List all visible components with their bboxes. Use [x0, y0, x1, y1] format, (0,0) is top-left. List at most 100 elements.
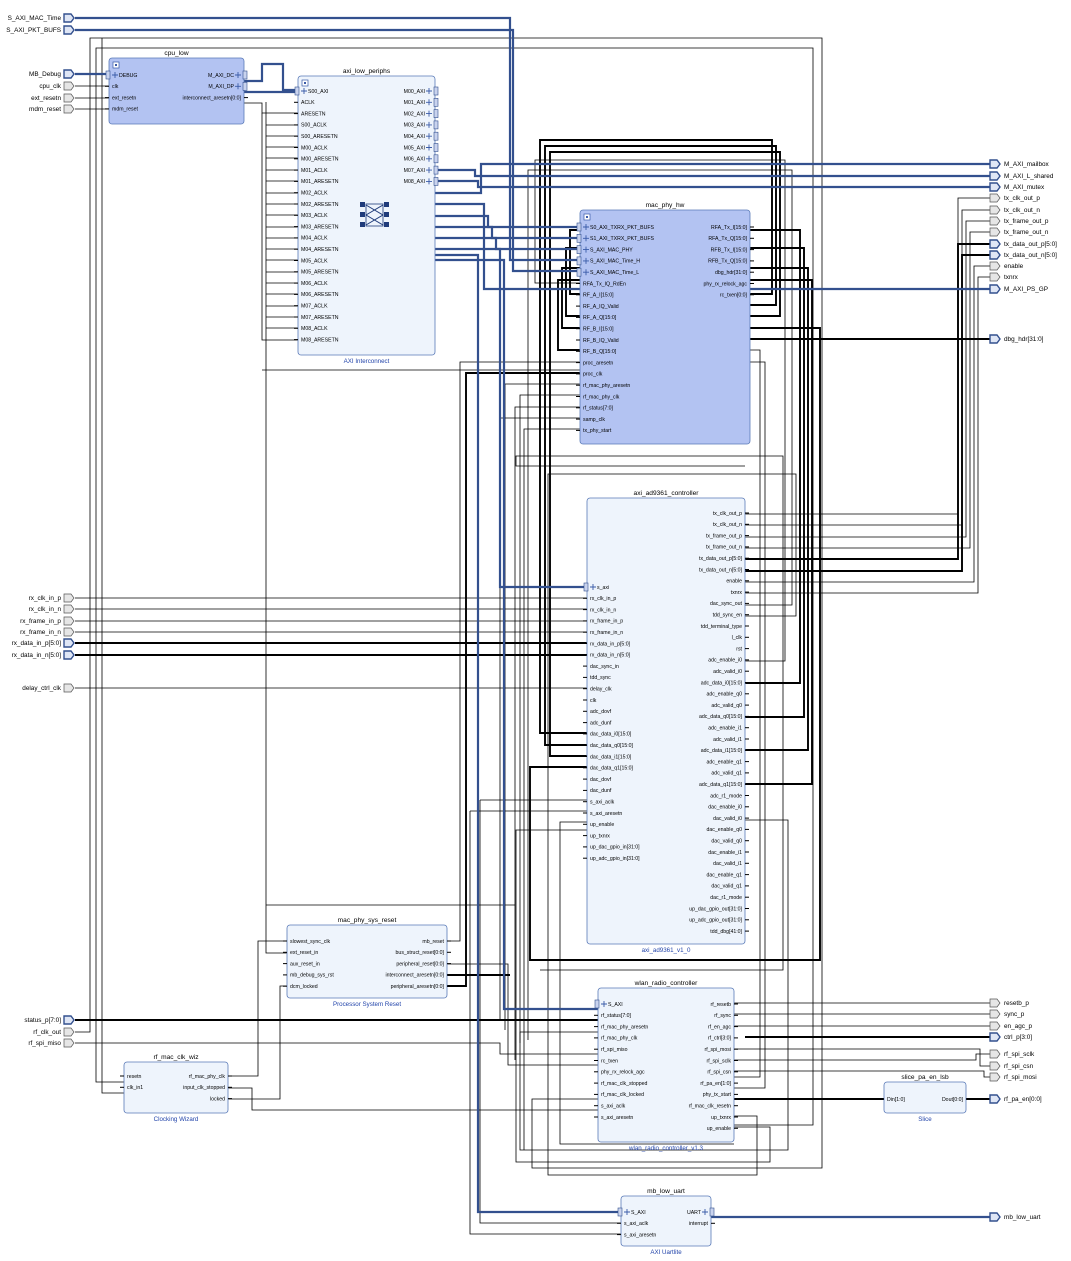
external-input-rx-data-in-n-5-0[interactable]: rx_data_in_n[5:0]: [12, 652, 62, 659]
port-rfb-tx-q-15-0: RFB_Tx_Q[15:0]: [708, 259, 747, 265]
external-input-cpu-clk[interactable]: cpu_clk: [39, 83, 61, 90]
interface-plus-icon: [426, 110, 432, 117]
external-input-rx-frame-in-n[interactable]: rx_frame_in_n: [20, 629, 61, 636]
port-rf-b-i-15-0: RF_B_I[15:0]: [583, 327, 614, 333]
port-tx-clk-out-p: tx_clk_out_p: [713, 511, 742, 517]
external-output-tx-data-out-p-5-0[interactable]: tx_data_out_p[5:0]: [1004, 241, 1057, 248]
block-subtitle: AXI Interconnect: [344, 358, 390, 365]
interface-plus-icon: [235, 83, 241, 90]
external-output-resetb-p[interactable]: resetb_p: [1004, 1000, 1029, 1007]
external-output-m-axi-mailbox[interactable]: M_AXI_mailbox: [1004, 161, 1050, 168]
port-m02-aclk: M02_ACLK: [301, 191, 328, 197]
port-dac-data-q0-15-0: dac_data_q0[15:0]: [590, 743, 634, 749]
external-input-ext-resetn[interactable]: ext_resetn: [31, 95, 61, 102]
port-m03-aclk: M03_ACLK: [301, 213, 328, 219]
port-dcm-locked: dcm_locked: [290, 984, 318, 990]
port-rf-mac-phy-clk: rf_mac_phy_clk: [583, 394, 620, 400]
port-rf-mac-clk-stopped: rf_mac_clk_stopped: [601, 1081, 648, 1087]
block-title: mac_phy_sys_reset: [338, 917, 397, 924]
block-body[interactable]: [597, 987, 735, 1143]
external-input-rx-clk-in-n[interactable]: rx_clk_in_n: [29, 606, 62, 613]
port-dout-0-0: Dout[0:0]: [942, 1097, 964, 1103]
block-body[interactable]: [108, 57, 245, 125]
port-rf-spi-sclk: rf_spi_sclk: [706, 1058, 731, 1064]
port-aclk: ACLK: [301, 100, 315, 106]
block-title: wlan_radio_controller: [634, 980, 698, 987]
external-output-enable[interactable]: enable: [1004, 263, 1024, 270]
external-output-m-axi-ps-gp[interactable]: M_AXI_PS_GP: [1004, 286, 1048, 293]
external-output-m-axi-l-shared[interactable]: M_AXI_L_shared: [1004, 173, 1054, 180]
port-rf-status-7-0: rf_status[7:0]: [583, 406, 614, 412]
port-rx-data-in-p-5-0: rx_data_in_p[5:0]: [590, 641, 631, 647]
external-output-ctrl-p-3-0[interactable]: ctrl_p[3:0]: [1004, 1034, 1032, 1041]
external-input-rx-clk-in-p[interactable]: rx_clk_in_p: [29, 595, 62, 602]
block-axi-ad9361-controller[interactable]: axi_ad9361_controlleraxi_ad9361_v1_0s_ax…: [583, 490, 749, 954]
port-m06-aresetn: M06_ARESETN: [301, 292, 339, 298]
port-m-axi-dp: M_AXI_DP: [208, 84, 234, 90]
port-rf-pa-en-1-0: rf_pa_en[1:0]: [700, 1081, 731, 1087]
external-output-rf-spi-csn[interactable]: rf_spi_csn: [1004, 1063, 1034, 1070]
port-m01-aclk: M01_ACLK: [301, 168, 328, 174]
port-phy-rx-relock-agc: phy_rx_relock_agc: [601, 1070, 645, 1076]
external-output-tx-data-out-n-5-0[interactable]: tx_data_out_n[5:0]: [1004, 252, 1057, 259]
port-m06-aclk: M06_ACLK: [301, 281, 328, 287]
external-output-en-agc-p[interactable]: en_agc_p: [1004, 1023, 1033, 1030]
external-input-rf-clk-out[interactable]: rf_clk_out: [33, 1029, 61, 1036]
block-cpu-low[interactable]: cpu_lowDEBUGclkext_resetnmdm_resetM_AXI_…: [105, 50, 248, 125]
port-m04-axi: M04_AXI: [404, 134, 425, 140]
external-input-s-axi-mac-time[interactable]: S_AXI_MAC_Time: [8, 15, 62, 22]
port-interconnect-aresetn-0-0: interconnect_aresetn[0:0]: [385, 973, 444, 979]
port-adc-data-i1-15-0: adc_data_i1[15:0]: [701, 748, 743, 754]
external-output-mb-low-uart[interactable]: mb_low_uart: [1004, 1214, 1041, 1221]
external-output-sync-p[interactable]: sync_p: [1004, 1011, 1025, 1018]
port-rx-frame-in-n: rx_frame_in_n: [590, 630, 623, 636]
external-input-status-p-7-0[interactable]: status_p[7:0]: [24, 1017, 61, 1024]
external-output-tx-frame-out-p[interactable]: tx_frame_out_p: [1004, 218, 1049, 225]
port-clk: clk: [590, 698, 597, 704]
port-interconnect-aresetn-0-0: interconnect_aresetn[0:0]: [182, 95, 241, 101]
block-body[interactable]: [286, 924, 448, 999]
external-output-rf-pa-en-0-0[interactable]: rf_pa_en[0:0]: [1004, 1096, 1042, 1103]
port-s-axi-aresetn: s_axi_aresetn: [590, 811, 622, 817]
port-rc-txen: rc_txen: [601, 1058, 618, 1064]
block-body[interactable]: [586, 497, 746, 945]
port-dac-sync-out: dac_sync_out: [710, 601, 743, 607]
external-output-rf-spi-mosi[interactable]: rf_spi_mosi: [1004, 1074, 1037, 1081]
external-output-tx-clk-out-n[interactable]: tx_clk_out_n: [1004, 207, 1040, 214]
block-body[interactable]: [883, 1081, 967, 1114]
port-adc-enable-i1: adc_enable_i1: [708, 726, 742, 732]
external-input-rx-frame-in-p[interactable]: rx_frame_in_p: [20, 618, 61, 625]
external-output-tx-clk-out-p[interactable]: tx_clk_out_p: [1004, 195, 1040, 202]
block-body[interactable]: [579, 209, 751, 445]
external-input-mdm-reset[interactable]: mdm_reset: [29, 106, 61, 113]
external-output-txnrx[interactable]: txnrx: [1004, 274, 1019, 281]
ip-blocks: cpu_lowDEBUGclkext_resetnmdm_resetM_AXI_…: [105, 50, 970, 1256]
external-output-rf-spi-sclk[interactable]: rf_spi_sclk: [1004, 1051, 1035, 1058]
port-ext-resetn: ext_resetn: [112, 95, 136, 101]
port-proc-clk: proc_clk: [583, 372, 603, 378]
crossbar-icon: [360, 202, 389, 227]
external-input-rf-spi-miso[interactable]: rf_spi_miso: [28, 1040, 61, 1047]
external-output-tx-frame-out-n[interactable]: tx_frame_out_n: [1004, 229, 1049, 236]
interface-plus-icon: [112, 72, 118, 78]
external-output-dbg-hdr-31-0[interactable]: dbg_hdr[31:0]: [1004, 336, 1044, 343]
external-output-m-axi-mutex[interactable]: M_AXI_mutex: [1004, 184, 1045, 191]
port-m-axi-dc: M_AXI_DC: [208, 73, 234, 79]
port-s-axi-aresetn: s_axi_aresetn: [601, 1115, 633, 1121]
block-wlan-radio-controller[interactable]: wlan_radio_controllerwlan_radio_controll…: [594, 980, 738, 1152]
port-clk-in1: clk_in1: [127, 1085, 143, 1091]
block-body[interactable]: [620, 1195, 712, 1247]
port-up-adc-gpio-out-31-0: up_adc_gpio_out[31:0]: [689, 918, 742, 924]
block-mac-phy-hw[interactable]: mac_phy_hwS0_AXI_TXRX_PKT_BUFSS1_AXI_TXR…: [576, 202, 754, 445]
external-input-delay-ctrl-clk[interactable]: delay_ctrl_clk: [22, 685, 62, 692]
port-rf-spi-csn: rf_spi_csn: [707, 1070, 731, 1076]
port-interrupt: interrupt: [689, 1221, 709, 1227]
external-input-mb-debug[interactable]: MB_Debug: [29, 71, 61, 78]
external-input-rx-data-in-p-5-0[interactable]: rx_data_in_p[5:0]: [12, 640, 62, 647]
external-input-s-axi-pkt-bufs[interactable]: S_AXI_PKT_BUFS: [6, 27, 61, 34]
